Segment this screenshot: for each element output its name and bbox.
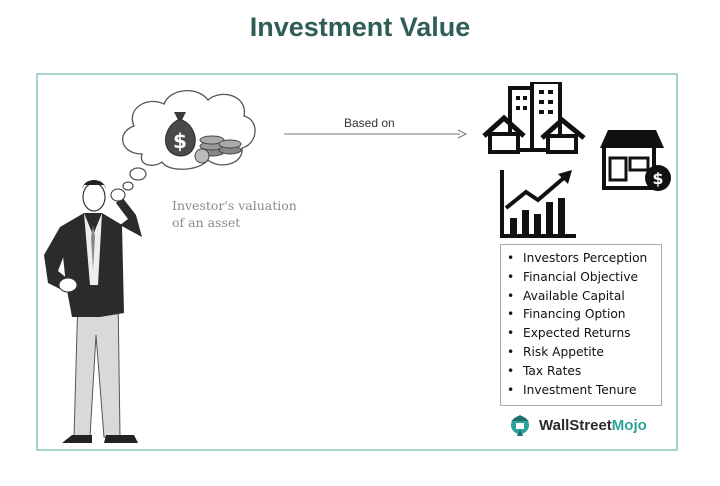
caption: Investor's valuation of an asset	[172, 197, 297, 231]
list-item: Financial Objective	[507, 268, 661, 287]
arrow-label: Based on	[344, 116, 395, 130]
list-item: Risk Appetite	[507, 343, 661, 362]
brand-logo: WallStreetMojo	[505, 413, 647, 437]
list-item: Investment Tenure	[507, 381, 661, 400]
diagram-frame	[36, 73, 678, 451]
thought-cloud: $	[122, 90, 256, 191]
factors-list: Investors Perception Financial Objective…	[507, 249, 661, 399]
svg-text:$: $	[173, 129, 187, 153]
shop-icon: $	[600, 130, 671, 191]
growth-chart-icon	[500, 170, 576, 238]
buildings-icon	[482, 82, 586, 154]
arrow-icon	[284, 129, 468, 139]
caption-line-2: of an asset	[172, 215, 241, 230]
svg-text:$: $	[652, 169, 663, 188]
list-item: Financing Option	[507, 305, 661, 324]
list-item: Expected Returns	[507, 324, 661, 343]
brand-name: WallStreetMojo	[539, 416, 647, 434]
money-bag-icon: $	[165, 112, 242, 164]
list-item: Tax Rates	[507, 362, 661, 381]
page-title: Investment Value	[249, 12, 471, 42]
list-item: Investors Perception	[507, 249, 661, 268]
investor-figure	[44, 180, 142, 443]
factors-box: Investors Perception Financial Objective…	[500, 244, 662, 406]
caption-line-1: Investor's valuation	[172, 198, 297, 213]
list-item: Available Capital	[507, 287, 661, 306]
brand-icon	[511, 415, 529, 436]
